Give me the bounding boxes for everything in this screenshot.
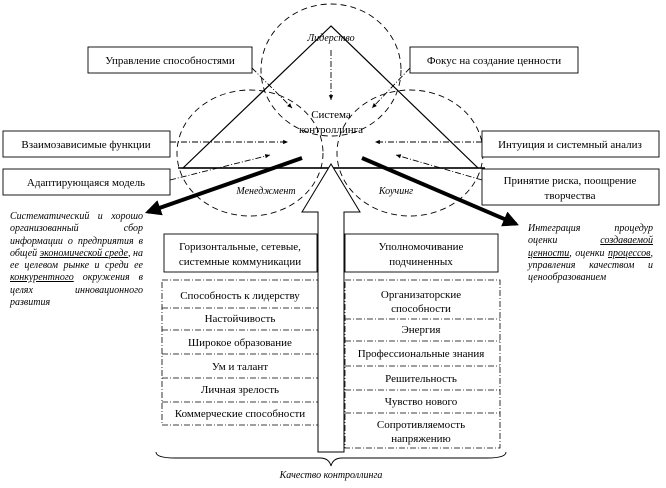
box-empowerment-text-1: Уполномочивание bbox=[379, 241, 464, 253]
arrow-from-adaptive-model bbox=[169, 154, 271, 181]
box-intuition bbox=[481, 130, 660, 158]
box-horizontal-communications-text-1: Горизонтальные, сетевые, bbox=[179, 241, 301, 253]
note-left-underlined-2: конкурентного bbox=[10, 272, 74, 284]
management-ellipse bbox=[176, 89, 324, 217]
note-right-underlined-2: процессов bbox=[607, 247, 651, 259]
box-capability-management bbox=[87, 46, 253, 74]
arrow-from-value-focus bbox=[371, 67, 411, 109]
box-intuition-text: Интуиция и системный анализ bbox=[498, 139, 642, 151]
coaching-label: Коучинг bbox=[378, 186, 413, 197]
box-risk-taking-text-2: творчества bbox=[545, 190, 596, 202]
inflow-arrows bbox=[169, 50, 483, 181]
list-item-maturity: Личная зрелость bbox=[201, 384, 279, 396]
box-interdependent-functions-text: Взаимозависимые функции bbox=[21, 139, 150, 151]
system-label-1: Система bbox=[311, 109, 351, 121]
system-label-2: контроллинга bbox=[299, 124, 363, 136]
note-left-underlined-1: экономической среде bbox=[39, 247, 128, 259]
list-item-professional-knowledge: Профессиональные знания bbox=[358, 348, 485, 360]
list-item-sense-of-new: Чувство нового bbox=[385, 396, 458, 408]
leadership-label: Лидерство bbox=[306, 33, 354, 44]
box-horizontal-communications-text-2: системные коммуникации bbox=[179, 256, 301, 268]
box-interdependent-functions bbox=[2, 130, 171, 158]
list-containers bbox=[161, 279, 501, 449]
right-list-container bbox=[344, 279, 501, 449]
list-item-organizational-2: способности bbox=[391, 303, 451, 315]
note-left: Систематический и хорошо организованный … bbox=[10, 211, 143, 309]
thick-arrow-right bbox=[361, 156, 519, 227]
list-item-commercial-ability: Коммерческие способности bbox=[175, 408, 305, 420]
box-value-focus-text: Фокус на создание ценности bbox=[427, 55, 561, 67]
list-item-stress-resistance-2: напряжению bbox=[391, 433, 450, 445]
box-value-focus bbox=[409, 46, 579, 74]
note-left-part-2: , на ее целевом рынке и среди ее bbox=[10, 247, 143, 272]
list-item-leadership-ability: Способность к лидерству bbox=[180, 290, 300, 302]
list-item-stress-resistance-1: Сопротивляемость bbox=[377, 419, 465, 431]
box-adaptive-model-text: Адаптирующаяся модель bbox=[27, 177, 145, 189]
box-capability-management-text: Управление способностями bbox=[105, 55, 235, 67]
arrow-from-risk-taking bbox=[395, 154, 483, 181]
list-item-energy: Энергия bbox=[402, 324, 441, 336]
bottom-brace bbox=[155, 451, 507, 467]
box-empowerment bbox=[344, 233, 499, 273]
list-item-mind-talent: Ум и талант bbox=[212, 361, 268, 373]
note-right-part-3: , управления качеством и ценообразование… bbox=[528, 247, 654, 284]
arrow-from-capability-management bbox=[251, 67, 293, 109]
box-empowerment-text-2: подчиненных bbox=[389, 256, 453, 268]
list-item-broad-education: Широкое образование bbox=[188, 337, 292, 349]
note-right-underlined-1: создаваемой ценности bbox=[528, 235, 653, 259]
note-right-part-2: , оценки bbox=[569, 247, 605, 259]
list-item-persistence: Настойчивость bbox=[205, 313, 276, 325]
note-right: Интеграция процедур оценки создаваемой ц… bbox=[528, 223, 653, 284]
note-left-part-3: окружения в целях инновационного развити… bbox=[10, 272, 143, 309]
note-right-part-1: Интеграция процедур оценки bbox=[528, 223, 653, 247]
list-item-decisiveness: Решительность bbox=[385, 373, 457, 385]
quality-label: Качество контроллинга bbox=[279, 470, 383, 481]
note-left-part-1: Систематический и хорошо организованный … bbox=[10, 211, 143, 259]
list-item-organizational-1: Организаторские bbox=[381, 289, 461, 301]
box-adaptive-model bbox=[2, 168, 171, 196]
coaching-ellipse bbox=[336, 89, 484, 217]
leadership-ellipse bbox=[260, 3, 402, 137]
management-label: Менеджмент bbox=[235, 186, 295, 197]
hollow-up-arrow bbox=[301, 163, 361, 453]
thick-arrow-left bbox=[144, 156, 303, 216]
box-horizontal-communications bbox=[163, 233, 318, 273]
box-risk-taking-text-1: Принятие риска, поощрение bbox=[504, 175, 637, 187]
box-risk-taking bbox=[481, 168, 660, 206]
